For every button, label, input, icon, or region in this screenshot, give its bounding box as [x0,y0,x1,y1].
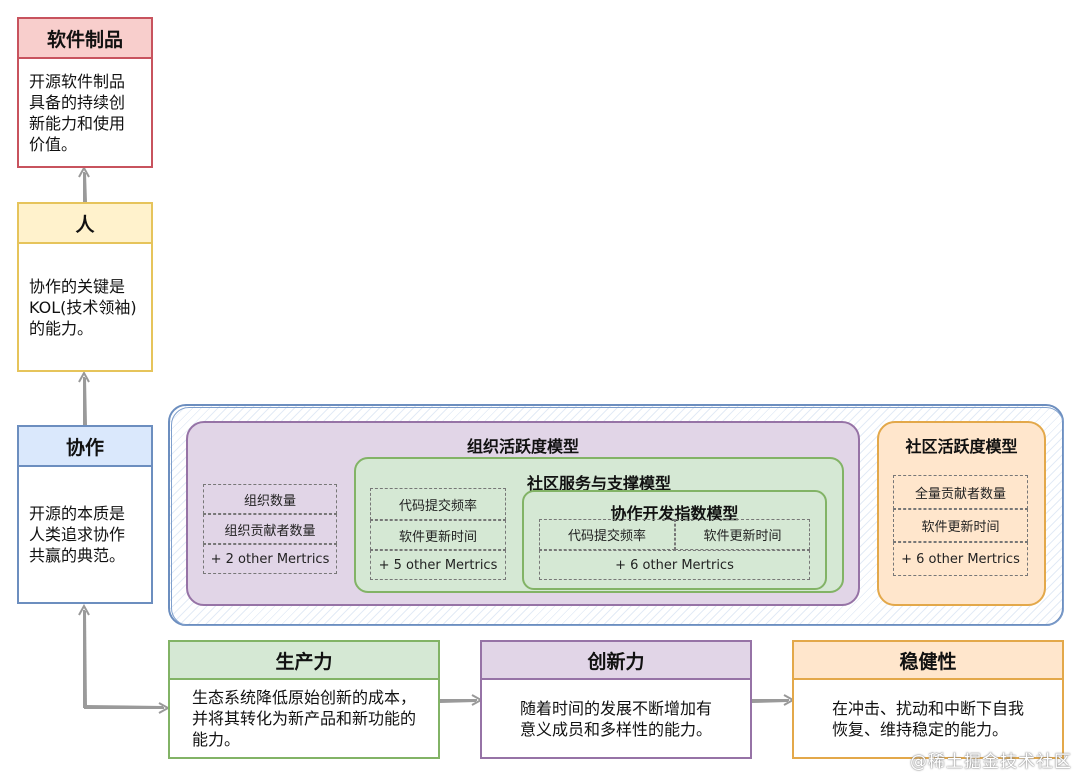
people-desc: 协作的关键是 KOL(技术领袖) 的能力。 [19,244,151,370]
people-title: 人 [19,204,151,244]
community-metric: 软件更新时间 [893,509,1028,542]
service-metric: 代码提交频率 [370,488,506,520]
innovation-card: 创新力 随着时间的发展不断增加有 意义成员和多样性的能力。 [480,640,752,759]
productivity-title: 生产力 [170,642,438,680]
community-model-title: 社区活跃度模型 [905,437,1018,456]
software-desc: 开源软件制品 具备的持续创 新能力和使用 价值。 [19,59,151,166]
software-title: 软件制品 [19,19,151,59]
collab-desc: 开源的本质是 人类追求协作 共赢的典范。 [19,467,151,602]
collab-desc-line: 开源的本质是 [29,504,126,523]
productivity-desc-line: 并将其转化为新产品和新功能的 [191,709,416,728]
robustness-desc-line: 恢复、维持稳定的能力。 [831,719,1008,739]
robustness-desc: 在冲击、扰动和中断下自我 恢复、维持稳定的能力。 [794,680,1062,757]
people-card: 人 协作的关键是 KOL(技术领袖) 的能力。 [17,202,153,372]
software-desc-line: 价值。 [29,134,78,154]
collab-title: 协作 [19,427,151,467]
people-desc-line: 协作的关键是 [29,276,126,296]
service-metric: + 5 other Mertrics [370,550,506,580]
innovation-title: 创新力 [482,642,750,680]
service-metric: 软件更新时间 [370,520,506,550]
productivity-desc-line: 能力。 [191,730,240,749]
software-desc-line: 具备的持续创 [29,92,126,112]
people-desc-line: KOL(技术领袖) [29,297,137,317]
community-metric: 全量贡献者数量 [893,475,1028,509]
productivity-desc-line: 生态系统降低原始创新的成本， [191,688,416,707]
software-card: 软件制品 开源软件制品 具备的持续创 新能力和使用 价值。 [17,17,153,168]
dev-metric: 代码提交频率 [539,519,675,550]
community-metric: + 6 other Mertrics [893,542,1028,576]
org-metric: + 2 other Mertrics [203,544,337,574]
people-desc-line: 的能力。 [29,318,94,338]
productivity-card: 生产力 生态系统降低原始创新的成本， 并将其转化为新产品和新功能的 能力。 [168,640,440,759]
innovation-desc-line: 意义成员和多样性的能力。 [519,719,712,739]
dev-metric: 软件更新时间 [675,519,810,550]
collab-desc-line: 人类追求协作 [29,525,126,544]
robustness-desc-line: 在冲击、扰动和中断下自我 [831,698,1024,718]
watermark: @稀土掘金技术社区 [910,752,1072,772]
collab-card: 协作 开源的本质是 人类追求协作 共赢的典范。 [17,425,153,604]
robustness-card: 稳健性 在冲击、扰动和中断下自我 恢复、维持稳定的能力。 [792,640,1064,759]
org-metric: 组织贡献者数量 [203,514,337,544]
software-desc-line: 新能力和使用 [29,113,126,133]
robustness-title: 稳健性 [794,642,1062,680]
dev-metric: + 6 other Mertrics [539,550,810,580]
innovation-desc-line: 随着时间的发展不断增加有 [519,698,712,718]
service-model-title: 社区服务与支撑模型 [526,474,671,493]
dev-model-title: 协作开发指数模型 [610,504,739,523]
innovation-desc: 随着时间的发展不断增加有 意义成员和多样性的能力。 [482,680,750,757]
productivity-desc: 生态系统降低原始创新的成本， 并将其转化为新产品和新功能的 能力。 [170,680,438,757]
org-model-title: 组织活跃度模型 [466,437,579,456]
software-desc-line: 开源软件制品 [29,71,126,91]
org-metric: 组织数量 [203,484,337,514]
models-container-sketch [171,407,1064,626]
collab-desc-line: 共赢的典范。 [29,546,126,565]
